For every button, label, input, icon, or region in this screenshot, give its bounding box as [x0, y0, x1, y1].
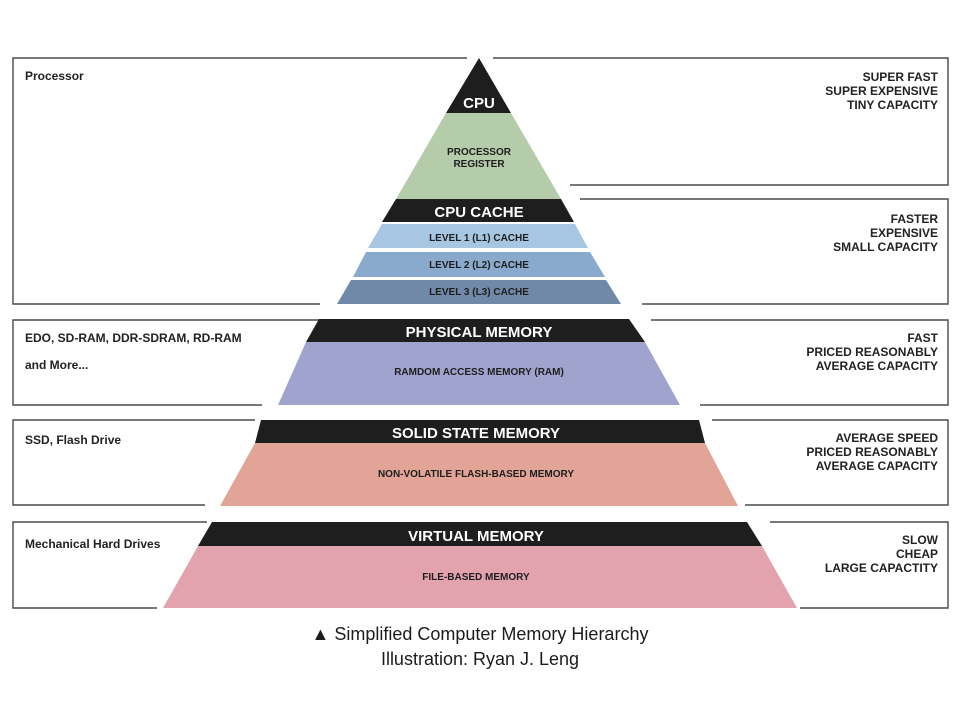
caption-credit: Illustration: Ryan J. Leng: [380, 649, 580, 669]
cache-header: CPU CACHE: [434, 204, 523, 221]
virtual-band: [198, 522, 762, 546]
physical-types-label: EDO, SD-RAM, DDR-SDRAM, RD-RAM: [25, 331, 242, 345]
physical-trait-1: FAST: [907, 331, 938, 345]
right-label-boxes: [493, 57, 949, 609]
ssd-label: NON-VOLATILE FLASH-BASED MEMORY: [378, 469, 574, 480]
right-box-virtual: [770, 521, 949, 609]
physical-more-label: and More...: [25, 358, 88, 372]
ssd-header: SOLID STATE MEMORY: [392, 425, 560, 442]
l1-layer: [368, 224, 588, 248]
virtual-trait-1: SLOW: [902, 533, 939, 547]
virtual-trait-2: CHEAP: [896, 547, 938, 561]
physical-trait-3: AVERAGE CAPACITY: [816, 359, 938, 373]
ssd-trait-3: AVERAGE CAPACITY: [816, 459, 938, 473]
l2-layer: [353, 252, 605, 277]
left-box-physical: [12, 319, 320, 406]
ram-layer: [278, 342, 680, 405]
ram-label: RAMDOM ACCESS MEMORY (RAM): [394, 367, 564, 378]
right-box-ssd: [712, 419, 949, 506]
file-label: FILE-BASED MEMORY: [422, 572, 530, 583]
cache-trait-3: SMALL CAPACITY: [833, 240, 938, 254]
ssd-trait-2: PRICED REASONABLY: [806, 445, 938, 459]
physical-trait-2: PRICED REASONABLY: [806, 345, 938, 359]
cpu-trait-3: TINY CAPACITY: [847, 98, 938, 112]
processor-label: Processor: [25, 69, 84, 83]
ssd-band: [255, 420, 705, 443]
l2-label: LEVEL 2 (L2) CACHE: [429, 260, 529, 271]
ssd-layer: [220, 443, 738, 506]
l3-layer: [337, 280, 621, 304]
virtual-trait-3: LARGE CAPACTITY: [825, 561, 938, 575]
pyramid: [163, 58, 797, 608]
cpu-band: [446, 58, 511, 113]
right-box-cache: [580, 198, 949, 305]
caption-title: ▲ Simplified Computer Memory Hierarchy: [311, 624, 649, 644]
physical-header: PHYSICAL MEMORY: [406, 324, 553, 341]
file-layer: [163, 546, 797, 608]
l3-label: LEVEL 3 (L3) CACHE: [429, 287, 529, 298]
virtual-header: VIRTUAL MEMORY: [408, 528, 544, 545]
left-label-boxes: [12, 57, 467, 609]
right-box-cpu: [493, 57, 949, 186]
ssd-trait-1: AVERAGE SPEED: [836, 431, 939, 445]
cache-trait-2: EXPENSIVE: [870, 226, 938, 240]
cpu-header: CPU: [463, 95, 495, 112]
register-layer: [396, 113, 561, 199]
cache-trait-1: FASTER: [891, 212, 939, 226]
register-label-line1: PROCESSOR: [447, 147, 512, 158]
pyramid-text: CPU PROCESSOR REGISTER CPU CACHE LEVEL 1…: [378, 95, 574, 583]
left-labels: Processor EDO, SD-RAM, DDR-SDRAM, RD-RAM…: [25, 69, 242, 551]
left-box-virtual: [12, 521, 207, 609]
l1-label: LEVEL 1 (L1) CACHE: [429, 233, 529, 244]
register-label-line2: REGISTER: [453, 159, 505, 170]
physical-band: [306, 319, 645, 342]
right-labels: SUPER FAST SUPER EXPENSIVE TINY CAPACITY…: [806, 70, 938, 575]
right-box-physical: [651, 319, 949, 406]
hdd-label: Mechanical Hard Drives: [25, 537, 161, 551]
cache-band: [382, 199, 574, 222]
ssd-types-label: SSD, Flash Drive: [25, 433, 121, 447]
cpu-trait-2: SUPER EXPENSIVE: [825, 84, 938, 98]
left-box-processor: [12, 57, 467, 305]
cpu-trait-1: SUPER FAST: [863, 70, 939, 84]
left-box-ssd: [12, 419, 255, 506]
